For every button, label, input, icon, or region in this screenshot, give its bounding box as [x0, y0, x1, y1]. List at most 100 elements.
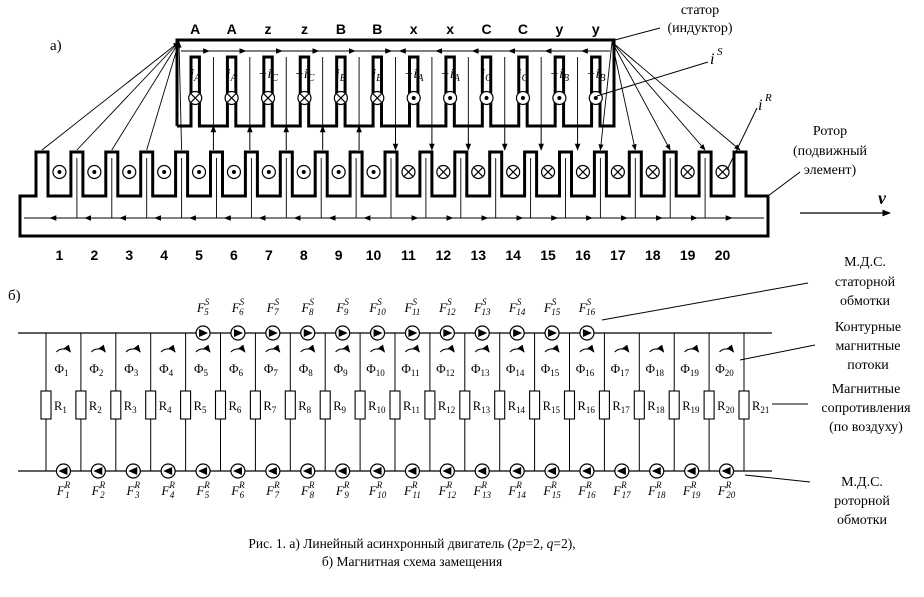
rotor-conductor: [366, 164, 381, 180]
stator-mmf-source: [439, 325, 455, 341]
stator-conductor: [588, 90, 603, 106]
rotor-label-line3: элемент): [804, 163, 857, 178]
mds-rotor-leader: [744, 474, 811, 483]
rotor-conductor: [122, 164, 137, 180]
flux-label: Φ15: [541, 361, 560, 378]
rotor-conductor: [296, 164, 311, 180]
stator-conductor: [188, 90, 203, 106]
stator-current: iB: [336, 67, 346, 84]
stator-current: iC: [518, 67, 529, 84]
slot-number: 5: [195, 247, 203, 263]
mds-rotor-label: М.Д.С. роторной обмотки: [834, 475, 890, 528]
rotor-conductor: [436, 164, 451, 180]
resistor: [354, 390, 366, 420]
stator-conductor: [406, 90, 421, 106]
rotor-conductor: [575, 164, 591, 180]
slot-number: 9: [335, 247, 343, 263]
resistor: [598, 390, 610, 420]
stator-mmf-source: [335, 325, 351, 341]
magnetic-resistance-label: Магнитные сопротивления (по воздуху): [821, 382, 911, 435]
phase-label: C: [518, 21, 528, 37]
resistor: [145, 390, 157, 420]
flux-label: Φ11: [401, 361, 419, 378]
leakage-flux-arrow: [611, 41, 706, 151]
stator-current: −iB: [586, 67, 605, 84]
part-b-label: б): [8, 288, 21, 304]
resistor: [668, 390, 680, 420]
stator-conductor: [479, 90, 494, 106]
resistor-label: R17: [612, 399, 630, 415]
rotor-conductor: [331, 164, 346, 180]
stator-mmf-source: [230, 325, 246, 341]
flux-label: Φ12: [436, 361, 455, 378]
rotor: [18, 150, 770, 238]
slot-number: 19: [680, 247, 696, 263]
slot-number: 13: [470, 247, 486, 263]
svg-text:Магнитные: Магнитные: [832, 382, 901, 397]
flux-circulation-arrow: [195, 344, 211, 353]
stator-mmf-source: [195, 325, 211, 341]
slot-number: 1: [56, 247, 64, 263]
rotor-conductor: [506, 164, 521, 180]
stator-mmf-source: [300, 325, 316, 341]
flux-label: Φ16: [576, 361, 595, 378]
stator-conductor: [443, 90, 458, 106]
stator-current: iB: [372, 67, 382, 84]
stator-core: [175, 38, 616, 128]
slot-number: 6: [230, 247, 238, 263]
stator-mmf-source: [544, 325, 560, 341]
flux-circulation-arrow: [300, 344, 316, 353]
current-is-label: i S: [710, 46, 723, 68]
slot-number: 16: [575, 247, 591, 263]
resistor: [424, 390, 436, 420]
slot-number: 11: [401, 247, 416, 263]
stator-conductor: [260, 90, 276, 106]
rotor-mmf-source: [160, 463, 176, 479]
rotor-label-line2: (подвижный: [793, 144, 868, 159]
slot-number: 12: [436, 247, 452, 263]
phase-label: A: [227, 21, 237, 37]
flux-label: Φ13: [471, 361, 490, 378]
resistor: [319, 390, 331, 420]
svg-text:i: i: [710, 51, 714, 68]
resistor-label: R15: [543, 399, 561, 415]
current-ir-label: i R: [758, 92, 772, 114]
resistor-label: R6: [229, 399, 242, 415]
stator-mmf-source: [509, 325, 525, 341]
phase-label: B: [336, 21, 346, 37]
rotor-conductor: [471, 164, 486, 180]
phase-label: A: [190, 21, 200, 37]
phase-label: x: [410, 21, 418, 37]
rotor-conductor: [645, 164, 660, 180]
rotor-mmf-source: [509, 463, 525, 479]
resistor-label: R2: [89, 399, 102, 415]
slot-number: 15: [540, 247, 556, 263]
flux-circulation-arrow: [649, 344, 665, 353]
resistor-label: R1: [54, 399, 67, 415]
flux-label: Φ19: [680, 361, 699, 378]
stator-label-line1: статор: [681, 3, 719, 18]
part-a-label: а): [50, 38, 62, 54]
leakage-flux-arrow: [176, 41, 183, 151]
rotor-mmf-source: [335, 463, 351, 479]
slot-number: 2: [90, 247, 98, 263]
leakage-flux-arrow: [611, 41, 741, 151]
slot-number: 7: [265, 247, 273, 263]
rotor-conductor: [261, 164, 276, 180]
rotor-conductor: [157, 164, 172, 180]
rotor-mmf-source: [439, 463, 455, 479]
